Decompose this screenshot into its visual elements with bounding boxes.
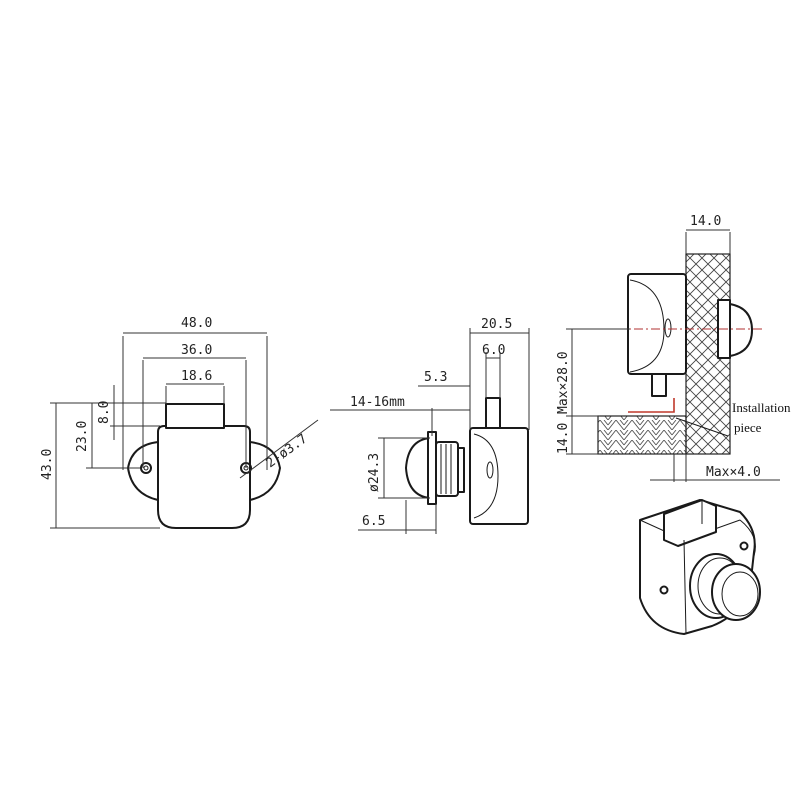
install-shelf	[597, 415, 687, 455]
dim-side-24-3: ø24.3	[367, 453, 382, 492]
front-view: 48.0 36.0 18.6 43.0 23.0 8.0 2-ø3.7	[40, 316, 319, 529]
side-nut	[457, 447, 465, 493]
persp-hole-right	[739, 541, 749, 551]
install-label-line2: piece	[734, 420, 762, 435]
front-right-ear	[249, 441, 281, 501]
side-latch-pin	[485, 397, 501, 429]
install-piece-red	[628, 398, 675, 413]
dim-install-14-lower: 14.0	[556, 423, 571, 454]
side-button-cap	[405, 437, 431, 499]
dim-front-8: 8.0	[97, 401, 112, 424]
dim-install-14: 14.0	[690, 214, 721, 229]
side-collar	[435, 441, 459, 497]
dim-front-36: 36.0	[181, 343, 212, 358]
install-button-cap	[729, 303, 753, 357]
dim-side-14-16: 14-16mm	[350, 395, 405, 410]
side-flange	[427, 431, 437, 505]
dim-front-18-6: 18.6	[181, 369, 212, 384]
dim-front-23: 23.0	[75, 421, 90, 452]
install-label-line1: Installation	[732, 400, 791, 415]
persp-button	[711, 563, 761, 621]
dim-side-6: 6.0	[482, 343, 505, 358]
persp-hole-left	[659, 585, 669, 595]
install-housing	[627, 273, 687, 375]
install-latch-pin	[651, 373, 667, 397]
side-housing	[469, 427, 529, 525]
dim-side-6-5: 6.5	[362, 514, 385, 529]
front-tab	[165, 403, 225, 429]
dim-install-max4: Max×4.0	[706, 465, 761, 480]
dim-install-max28: Max×28.0	[556, 351, 571, 414]
installation-view: 14.0 Max×28.0 14.0 Max×4.0 Installation …	[556, 214, 791, 482]
dim-side-20-5: 20.5	[481, 317, 512, 332]
dim-front-43: 43.0	[40, 449, 55, 480]
perspective-view	[639, 499, 761, 635]
side-view: 20.5 6.0 5.3 14-16mm ø24.3 6.5	[330, 317, 530, 534]
front-hole-left	[140, 462, 152, 474]
dim-side-5-3: 5.3	[424, 370, 447, 385]
dim-front-48: 48.0	[181, 316, 212, 331]
front-body-outline	[157, 425, 251, 529]
